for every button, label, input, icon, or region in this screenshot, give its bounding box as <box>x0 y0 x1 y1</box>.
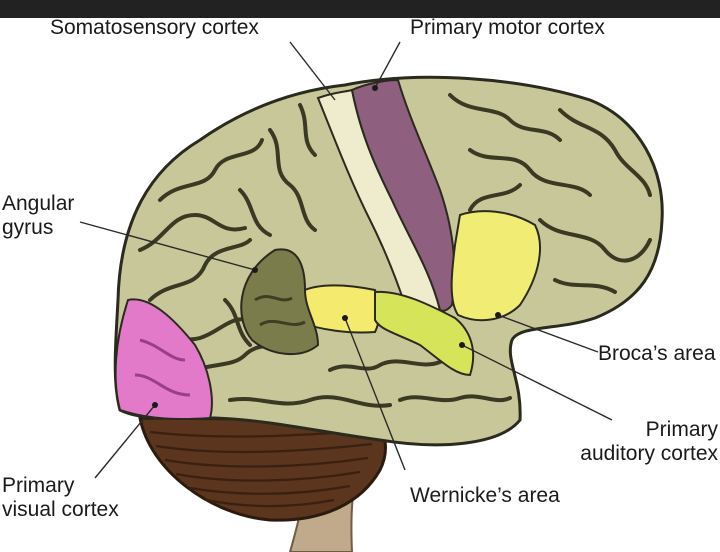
label-visual-line1: Primary <box>2 474 75 497</box>
label-brocas-area: Broca’s area <box>598 342 716 365</box>
motor-region <box>350 78 456 312</box>
label-angular-line1: Angular <box>2 192 75 215</box>
auditory-region <box>374 290 475 377</box>
cortex-folds <box>133 93 652 408</box>
leader-wernicke <box>344 317 406 471</box>
label-visual-line2: visual cortex <box>2 498 119 521</box>
label-auditory-line1: Primary <box>645 418 718 441</box>
broca-region <box>450 210 541 322</box>
leader-auditory <box>461 344 613 421</box>
top-bar <box>0 0 720 18</box>
leader-lines <box>79 41 613 479</box>
label-angular-line2: gyrus <box>2 216 54 239</box>
visual-region <box>114 298 213 421</box>
cerebellum <box>138 416 387 522</box>
label-primary-auditory-cortex: Primary auditory cortex <box>540 418 718 466</box>
leader-motor <box>374 41 401 89</box>
label-primary-motor-cortex: Primary motor cortex <box>410 16 605 39</box>
leader-dots <box>152 85 501 408</box>
label-somatosensory-cortex: Somatosensory cortex <box>50 16 259 39</box>
label-wernickes-area: Wernicke’s area <box>410 484 560 507</box>
leader-visual <box>94 404 156 479</box>
leader-angular <box>79 221 256 271</box>
label-angular-gyrus: Angular gyrus <box>2 192 74 240</box>
leader-somatosensory <box>289 41 336 101</box>
angular-region <box>240 248 320 356</box>
visual-folds <box>134 338 191 397</box>
leader-broca <box>497 314 599 353</box>
label-primary-visual-cortex: Primary visual cortex <box>2 474 119 522</box>
angular-folds <box>254 294 306 327</box>
cerebellum-folia <box>149 428 373 508</box>
label-auditory-line2: auditory cortex <box>580 442 718 465</box>
